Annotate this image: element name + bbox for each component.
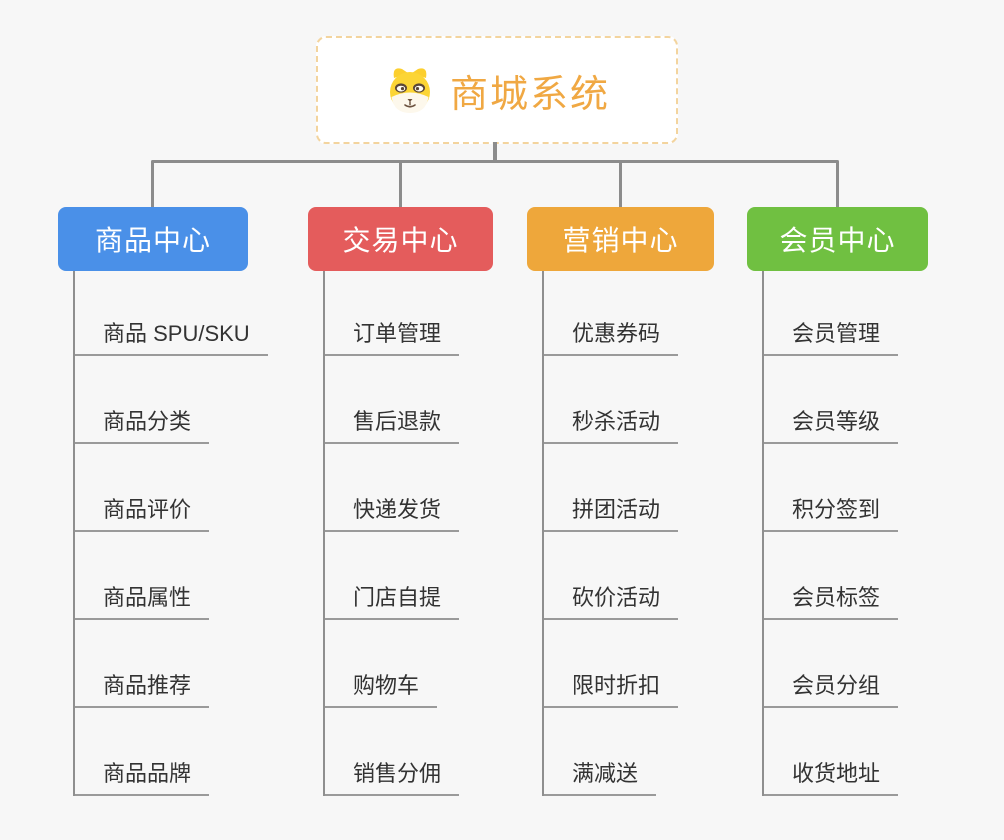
leaf-label: 秒杀活动 <box>544 409 679 444</box>
leaf-label: 售后退款 <box>325 409 460 444</box>
branch-node[interactable]: 商品中心 <box>58 207 248 271</box>
leaf-node[interactable]: 售后退款 <box>325 356 460 444</box>
leaf-label: 销售分佣 <box>325 761 460 796</box>
leaf-label: 订单管理 <box>325 321 460 356</box>
connector-stub <box>399 162 402 208</box>
connector-stem <box>493 142 497 161</box>
leaf-node[interactable]: 订单管理 <box>325 271 460 356</box>
leaf-label: 会员标签 <box>764 585 899 620</box>
connector-stub <box>836 162 839 208</box>
dog-face-icon <box>389 68 430 113</box>
leaf-label: 限时折扣 <box>544 673 679 708</box>
branch-items: 商品 SPU/SKU 商品分类商品评价商品属性商品推荐商品品牌 <box>73 271 268 796</box>
leaf-node[interactable]: 会员标签 <box>764 532 899 620</box>
leaf-node[interactable]: 会员管理 <box>764 271 899 356</box>
leaf-label: 会员分组 <box>764 673 899 708</box>
connector-horizontal <box>151 160 839 163</box>
branch-node[interactable]: 交易中心 <box>308 207 493 271</box>
leaf-label: 商品分类 <box>75 409 210 444</box>
root-title: 商城系统 <box>449 73 610 116</box>
connector-stub <box>151 162 154 208</box>
leaf-label: 会员等级 <box>764 409 899 444</box>
leaf-node[interactable]: 商品 SPU/SKU <box>75 271 268 356</box>
branch-column: 交易中心 订单管理售后退款快递发货门店自提购物车销售分佣 <box>308 207 493 796</box>
leaf-node[interactable]: 商品属性 <box>75 532 268 620</box>
leaf-node[interactable]: 商品推荐 <box>75 620 268 708</box>
leaf-node[interactable]: 商品评价 <box>75 444 268 532</box>
leaf-node[interactable]: 秒杀活动 <box>544 356 679 444</box>
leaf-node[interactable]: 商品品牌 <box>75 708 268 796</box>
leaf-label: 满减送 <box>544 761 657 796</box>
branch-column: 会员中心 会员管理会员等级积分签到会员标签会员分组收货地址 <box>747 207 928 796</box>
leaf-node[interactable]: 砍价活动 <box>544 532 679 620</box>
leaf-node[interactable]: 快递发货 <box>325 444 460 532</box>
branch-items: 会员管理会员等级积分签到会员标签会员分组收货地址 <box>762 271 899 796</box>
leaf-label: 收货地址 <box>764 761 899 796</box>
leaf-node[interactable]: 收货地址 <box>764 708 899 796</box>
leaf-label: 商品评价 <box>75 497 210 532</box>
connector-stub <box>619 162 622 208</box>
leaf-label: 拼团活动 <box>544 497 679 532</box>
leaf-node[interactable]: 限时折扣 <box>544 620 679 708</box>
leaf-node[interactable]: 拼团活动 <box>544 444 679 532</box>
leaf-node[interactable]: 会员分组 <box>764 620 899 708</box>
leaf-label: 购物车 <box>325 673 438 708</box>
leaf-label: 优惠券码 <box>544 321 679 356</box>
root-node[interactable]: 商城系统 <box>316 36 678 144</box>
leaf-label: 商品推荐 <box>75 673 210 708</box>
branch-node[interactable]: 营销中心 <box>527 207 714 271</box>
leaf-node[interactable]: 购物车 <box>325 620 459 708</box>
leaf-node[interactable]: 优惠券码 <box>544 271 679 356</box>
leaf-label: 商品 SPU/SKU <box>75 321 268 356</box>
leaf-node[interactable]: 门店自提 <box>325 532 460 620</box>
leaf-node[interactable]: 商品分类 <box>75 356 268 444</box>
leaf-label: 快递发货 <box>325 497 460 532</box>
leaf-label: 商品品牌 <box>75 761 210 796</box>
branch-column: 商品中心 商品 SPU/SKU 商品分类商品评价商品属性商品推荐商品品牌 <box>58 207 268 796</box>
leaf-node[interactable]: 满减送 <box>544 708 678 796</box>
leaf-label: 商品属性 <box>75 585 210 620</box>
leaf-label: 会员管理 <box>764 321 899 356</box>
leaf-label: 积分签到 <box>764 497 899 532</box>
branch-node[interactable]: 会员中心 <box>747 207 928 271</box>
leaf-label: 砍价活动 <box>544 585 679 620</box>
leaf-label: 门店自提 <box>325 585 460 620</box>
leaf-node[interactable]: 销售分佣 <box>325 708 460 796</box>
leaf-node[interactable]: 积分签到 <box>764 444 899 532</box>
leaf-node[interactable]: 会员等级 <box>764 356 899 444</box>
branch-items: 订单管理售后退款快递发货门店自提购物车销售分佣 <box>323 271 460 796</box>
branch-items: 优惠券码秒杀活动拼团活动砍价活动限时折扣满减送 <box>542 271 679 796</box>
branch-column: 营销中心 优惠券码秒杀活动拼团活动砍价活动限时折扣满减送 <box>527 207 714 796</box>
